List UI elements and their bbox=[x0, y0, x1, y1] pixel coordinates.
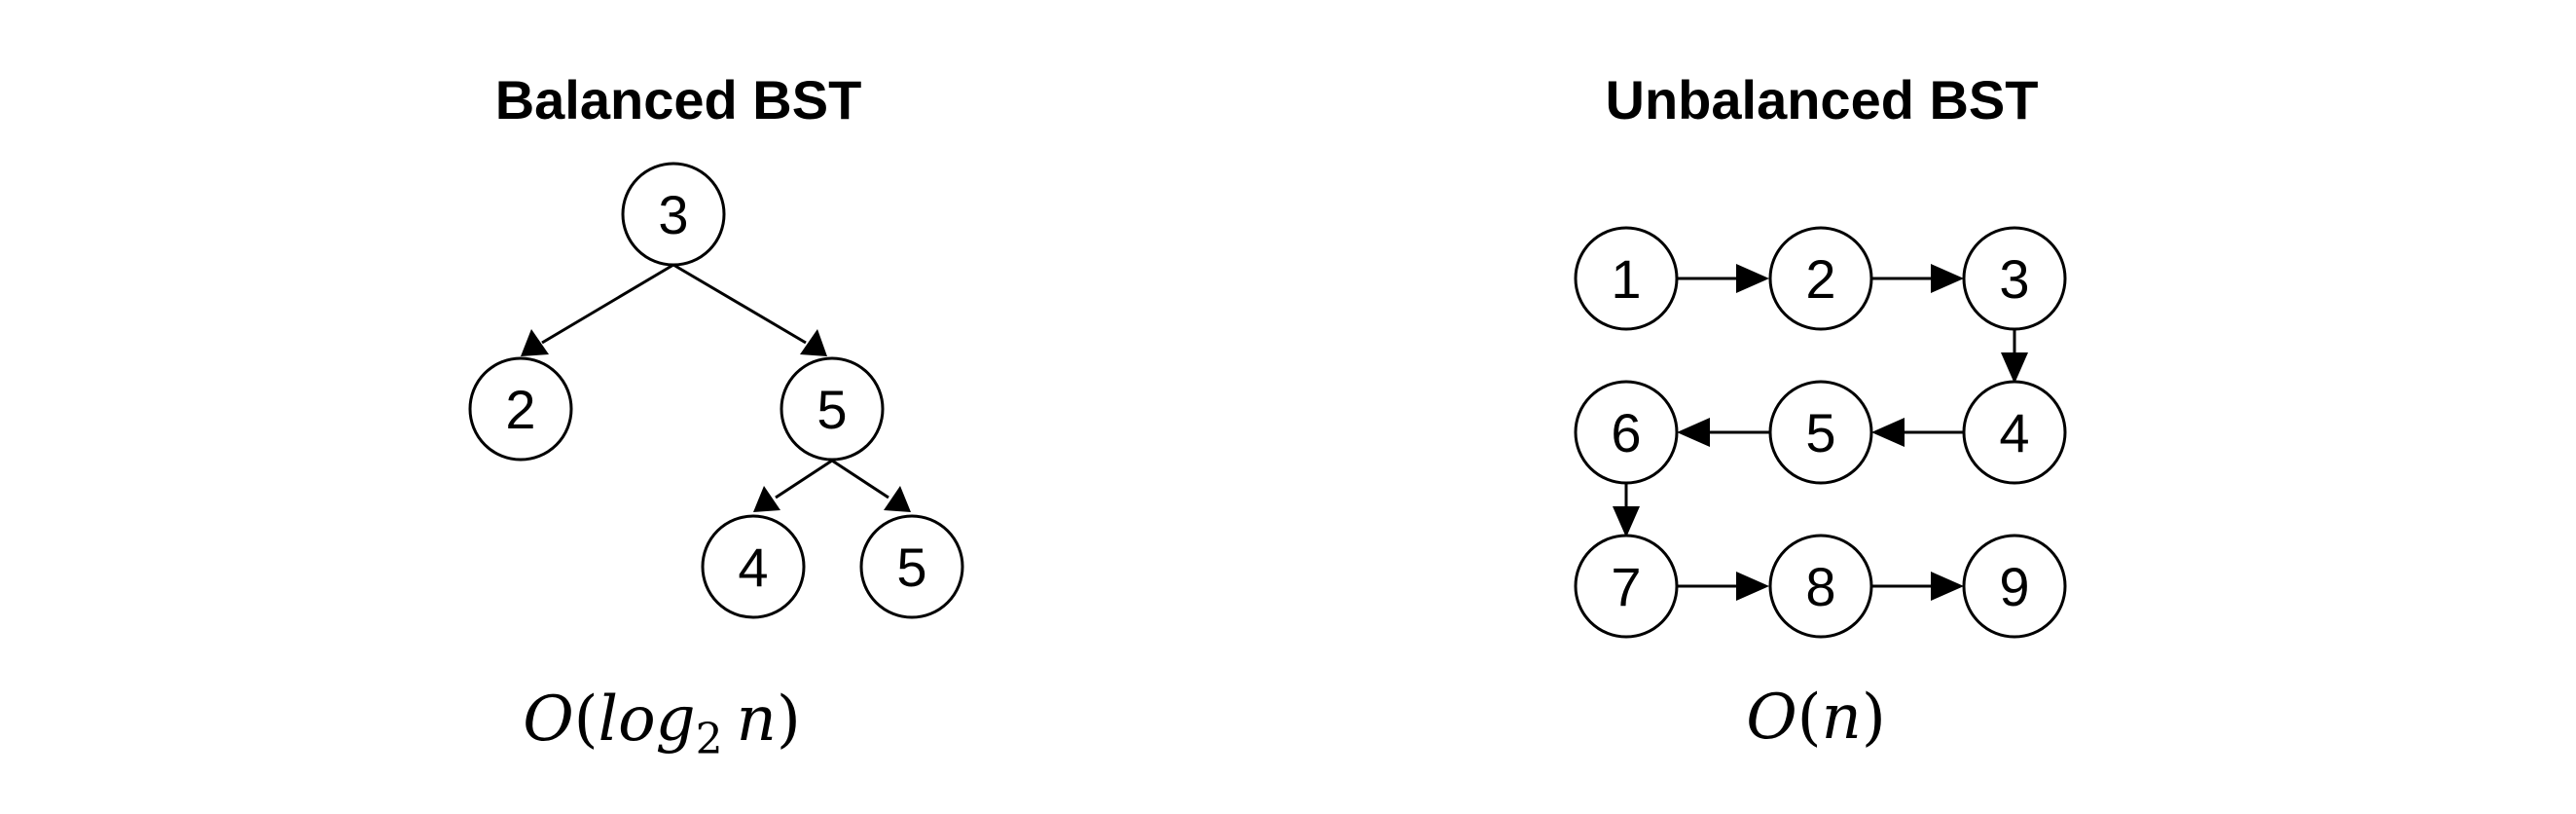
arrowhead-4-5 bbox=[1871, 418, 1905, 447]
node-label: 9 bbox=[1999, 556, 2029, 617]
balanced-node: 5 bbox=[780, 356, 885, 462]
node-label: 5 bbox=[816, 379, 847, 440]
unbalanced-edges bbox=[1613, 264, 2028, 601]
edge-3-5 bbox=[672, 263, 807, 345]
node-label: 1 bbox=[1611, 248, 1641, 310]
node-label: 4 bbox=[1999, 402, 2029, 463]
node-circle bbox=[859, 514, 964, 619]
node-circle bbox=[1768, 380, 1873, 485]
edge-5-4 bbox=[775, 459, 833, 500]
node-label: 3 bbox=[1999, 248, 2029, 310]
unbalanced-node: 1 bbox=[1574, 226, 1679, 331]
arrowhead-3-2 bbox=[521, 329, 549, 356]
node-circle bbox=[1768, 534, 1873, 639]
node-circle bbox=[701, 514, 806, 619]
arrowhead-3-5 bbox=[800, 329, 827, 356]
arrowhead-2-3 bbox=[1931, 264, 1964, 293]
unbalanced-node: 4 bbox=[1962, 380, 2067, 485]
log-base: 2 bbox=[696, 715, 723, 764]
balanced-node: 2 bbox=[468, 356, 573, 462]
unbalanced-node: 9 bbox=[1962, 534, 2067, 639]
balanced-node: 4 bbox=[701, 514, 806, 619]
node-label: 8 bbox=[1805, 556, 1835, 617]
node-circle bbox=[1574, 226, 1679, 331]
node-circle bbox=[1574, 380, 1679, 485]
close-paren: ) bbox=[1862, 682, 1886, 754]
unbalanced-node: 2 bbox=[1768, 226, 1873, 331]
balanced-edges bbox=[521, 263, 911, 512]
balanced-node: 3 bbox=[621, 162, 726, 267]
balanced-node: 5 bbox=[859, 514, 964, 619]
close-paren: ) bbox=[777, 684, 801, 756]
balanced-bst-title: Balanced BST bbox=[495, 69, 862, 130]
edge-5-5 bbox=[831, 459, 889, 500]
arrowhead-5-4 bbox=[753, 486, 780, 512]
node-label: 2 bbox=[1805, 248, 1835, 310]
node-circle bbox=[1962, 226, 2067, 331]
node-label: 4 bbox=[738, 536, 768, 598]
node-circle bbox=[1574, 534, 1679, 639]
unbalanced-node: 6 bbox=[1574, 380, 1679, 485]
node-circle bbox=[1768, 226, 1873, 331]
arrowhead-8-9 bbox=[1931, 572, 1964, 601]
arrowhead-5-5 bbox=[884, 486, 911, 512]
big-o-symbol: O bbox=[523, 684, 573, 756]
node-label: 6 bbox=[1611, 402, 1641, 463]
variable-n: n bbox=[737, 684, 777, 756]
arrowhead-5-6 bbox=[1677, 418, 1710, 447]
node-label: 5 bbox=[896, 536, 926, 598]
unbalanced-node: 8 bbox=[1768, 534, 1873, 639]
balanced-bst-panel: Balanced BST 3 2 5 4 bbox=[468, 69, 964, 764]
node-circle bbox=[468, 356, 573, 462]
arrowhead-1-2 bbox=[1736, 264, 1769, 293]
node-circle bbox=[621, 162, 726, 267]
unbalanced-node: 3 bbox=[1962, 226, 2067, 331]
log-text: log bbox=[599, 684, 696, 756]
arrowhead-7-8 bbox=[1736, 572, 1769, 601]
open-paren: ( bbox=[1797, 682, 1822, 754]
unbalanced-node: 5 bbox=[1768, 380, 1873, 485]
node-label: 3 bbox=[658, 184, 688, 245]
unbalanced-bst-title: Unbalanced BST bbox=[1606, 69, 2039, 130]
node-label: 5 bbox=[1805, 402, 1835, 463]
open-paren: ( bbox=[574, 684, 599, 756]
node-circle bbox=[780, 356, 885, 462]
node-circle bbox=[1962, 534, 2067, 639]
unbalanced-node: 7 bbox=[1574, 534, 1679, 639]
node-label: 2 bbox=[505, 379, 535, 440]
unbalanced-complexity: O(n) bbox=[1746, 682, 1886, 754]
node-circle bbox=[1962, 380, 2067, 485]
node-label: 7 bbox=[1611, 556, 1641, 617]
arrowhead-6-7 bbox=[1613, 506, 1640, 537]
unbalanced-bst-panel: Unbalanced BST 1 2 bbox=[1574, 69, 2067, 754]
arrowhead-3-4 bbox=[2001, 352, 2028, 384]
big-o-symbol: O bbox=[1746, 682, 1796, 754]
edge-3-2 bbox=[541, 263, 674, 345]
variable-n: n bbox=[1822, 682, 1862, 754]
